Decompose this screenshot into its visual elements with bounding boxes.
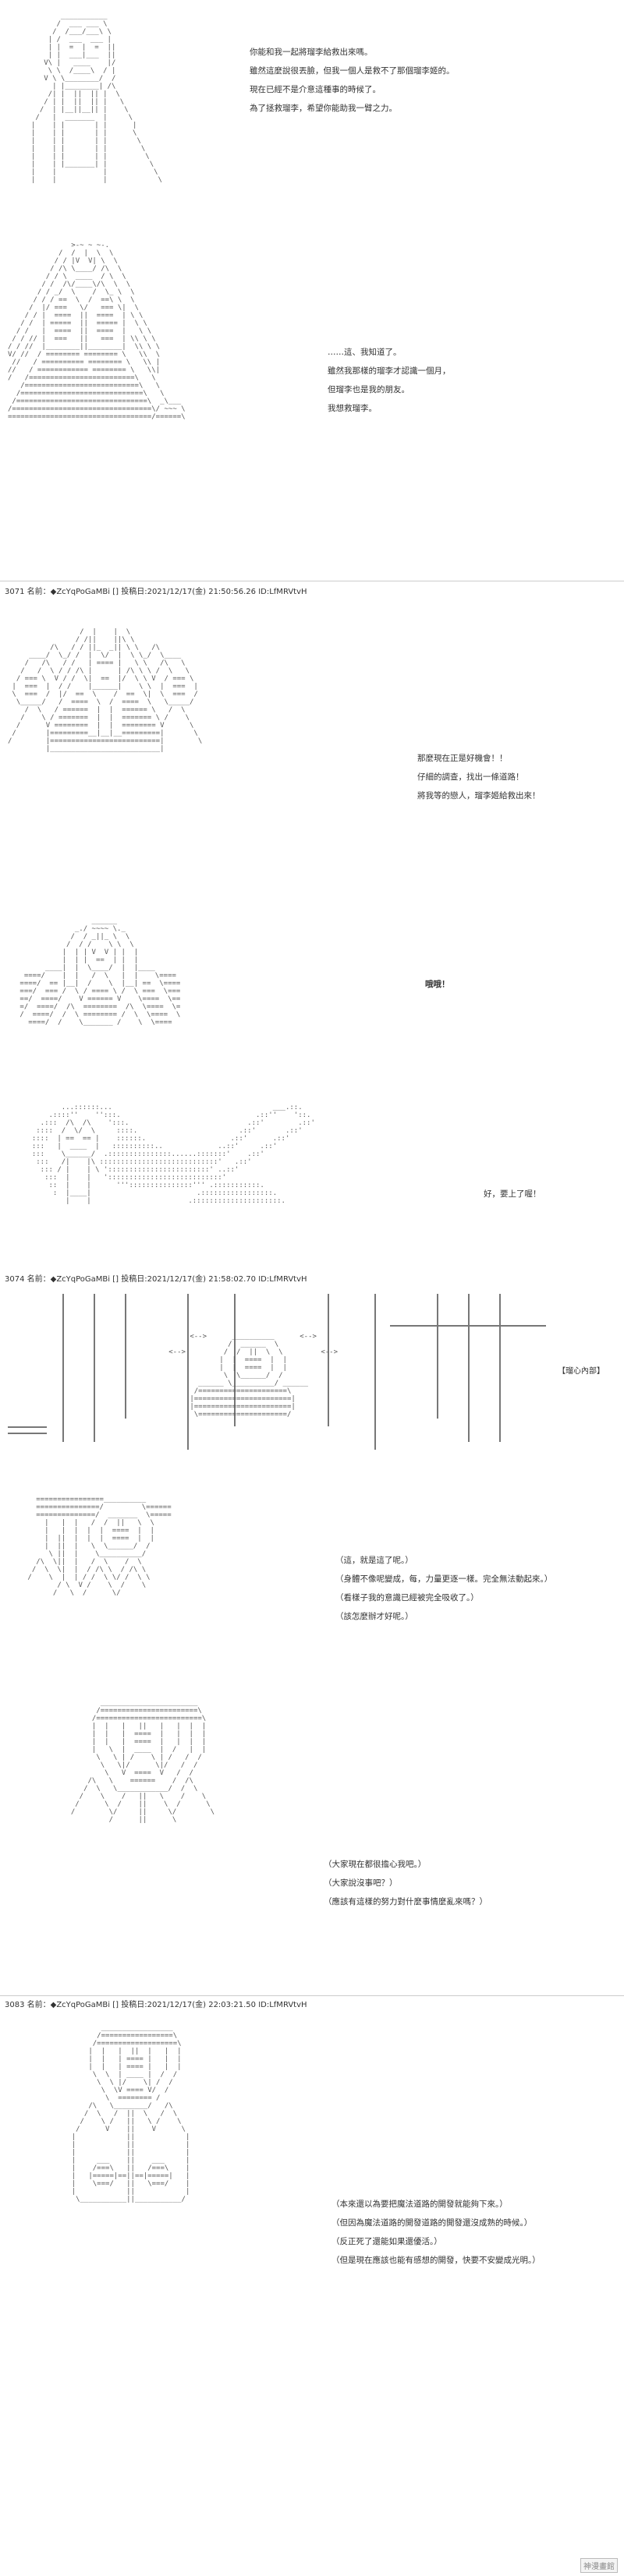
dialog-line: （應該有這樣的努力對什麼事情麼亂來嗎？） xyxy=(324,1897,488,1906)
panel-3: 3071 名前：◆ZcYqPoGaMBi [] 投稿日:2021/12/17(金… xyxy=(0,581,624,905)
wall-line xyxy=(328,1294,329,1426)
character-art: <--> __________ <--> / ______ \ <--> / /… xyxy=(168,1333,338,1419)
dialog-box: ……這、我知道了。 雖然我那樣的瑠李才認識一個月， 但瑠李也是我的朋友。 我想救… xyxy=(328,343,451,418)
wall-line xyxy=(62,1294,64,1442)
dialog-line: 好，要上了喔！ xyxy=(484,1189,541,1199)
dialog-line: 你能和我一起將瑠李給救出來嗎。 xyxy=(250,48,373,57)
dialog-line: （這，就是這了呢。） xyxy=(335,1556,413,1565)
dialog-line: （大家現在都很擔心我吧。） xyxy=(324,1860,427,1869)
character-art: >-~ ~ ~-. / / | \ \ / / |V V| \ \ / /\ \… xyxy=(8,242,186,421)
dialog-line: （本來還以為要把魔法道路的開發就能夠下來。） xyxy=(332,2200,508,2209)
wall-line xyxy=(94,1294,95,1442)
dialog-line: （但因為魔法道路的開發道路的開發還沒成熟的時候。） xyxy=(332,2218,533,2228)
wall-line xyxy=(390,1325,546,1327)
dialog-line: 為了拯救瑠李，希望你能助我一臂之力。 xyxy=(250,104,397,113)
dialog-line: 雖然這麼說很丟臉，但我一個人是救不了那個瑠李姬的。 xyxy=(250,66,455,76)
post-header: 3071 名前：◆ZcYqPoGaMBi [] 投稿日:2021/12/17(金… xyxy=(5,588,307,596)
dialog-line: 仔細的調查，找出一條道路！ xyxy=(417,772,524,782)
dialog-box: （本來還以為要把魔法道路的開發就能夠下來。） （但因為魔法道路的開發道路的開發還… xyxy=(332,2195,541,2270)
wall-line xyxy=(234,1294,236,1426)
dialog-box: （大家現在都很擔心我吧。） （大家說沒事吧？） （應該有這樣的努力對什麼事情麼亂… xyxy=(324,1855,488,1911)
wall-line xyxy=(499,1294,501,1442)
dialog-line: 我想救瑠李。 xyxy=(328,404,377,413)
dialog-line: （反正死了還能如果還優活。） xyxy=(332,2237,442,2246)
wall-line xyxy=(8,1433,47,1434)
post-header: 3074 名前：◆ZcYqPoGaMBi [] 投稿日:2021/12/17(金… xyxy=(5,1275,307,1284)
dialog-box: 那麼現在正是好機會！！ 仔細的調查，找出一條道路！ 將我等的戀人，瑠李姬給救出來… xyxy=(417,749,541,805)
dialog-line: 哦哦！ xyxy=(425,980,450,989)
wall-line xyxy=(8,1426,47,1428)
divider xyxy=(0,1995,624,1996)
panel-2: >-~ ~ ~-. / / | \ \ / / |V V| \ \ / /\ \… xyxy=(0,226,624,581)
dialog-line: 將我等的戀人，瑠李姬給救出來！ xyxy=(417,791,541,800)
wall-line xyxy=(187,1294,189,1450)
dialog-line: 雖然我那樣的瑠李才認識一個月， xyxy=(328,366,451,376)
wall-line xyxy=(125,1294,126,1419)
dialog-line: 但瑠李也是我的朋友。 xyxy=(328,385,410,394)
dialog-line: （大家說沒事吧？） xyxy=(324,1878,398,1888)
panel-6: 3074 名前：◆ZcYqPoGaMBi [] 投稿日:2021/12/17(金… xyxy=(0,1270,624,1485)
character-art: ______ _./ ~~~~ \._ / / _||_ \ \ / / / \… xyxy=(20,917,181,1027)
dialog-box: 你能和我一起將瑠李給救出來嗎。 雖然這麼說很丟臉，但我一個人是救不了那個瑠李姬的… xyxy=(250,43,455,118)
dialog-line: （該怎麼辦才好呢。） xyxy=(335,1612,413,1621)
character-art: _______________________ /===============… xyxy=(70,1699,215,1824)
dialog-box: 哦哦！ xyxy=(425,975,450,994)
panel-7: ================__________ =============… xyxy=(0,1485,624,1684)
panel-1: ___________ / ___ ___ \ / /___/___\ \ | … xyxy=(0,0,624,226)
dialog-line: 那麼現在正是好機會！！ xyxy=(417,754,508,763)
character-art: / | | \ / /|| ||\ \ /\ / / ||_ _|| \ \ /… xyxy=(8,628,203,753)
wall-line xyxy=(374,1294,376,1450)
post-header: 3083 名前：◆ZcYqPoGaMBi [] 投稿日:2021/12/17(金… xyxy=(5,2001,307,2009)
character-art: ================__________ =============… xyxy=(27,1496,172,1597)
dialog-box: 好，要上了喔！ xyxy=(484,1185,541,1203)
dialog-line: （看樣子我的意識已經被完全吸收了。） xyxy=(335,1593,479,1602)
wall-line xyxy=(437,1294,438,1419)
panel-4: ______ _./ ~~~~ \._ / / _||_ \ \ / / / \… xyxy=(0,905,624,1091)
character-art: ...::::::... ___.::. .::::'' '':::. .::'… xyxy=(31,1104,315,1205)
wall-line xyxy=(468,1294,470,1442)
panel-8: _______________________ /===============… xyxy=(0,1684,624,1995)
watermark: 神漫畫館 xyxy=(580,2558,618,2573)
panel-5: ...::::::... ___.::. .::::'' '':::. .::'… xyxy=(0,1091,624,1270)
character-art: ___________ / ___ ___ \ / /___/___\ \ | … xyxy=(31,12,162,184)
dialog-line: 現在已經不是介意這種事的時候了。 xyxy=(250,85,381,94)
dialog-line: ……這、我知道了。 xyxy=(328,348,402,357)
dialog-line: （身體不像呢變成，每，力量更逐一樣。完全無法動起來。） xyxy=(335,1574,553,1584)
dialog-line: （但是現在應該也能有感想的開發，快要不安變成光明。） xyxy=(332,2256,541,2265)
panel-9: 3083 名前：◆ZcYqPoGaMBi [] 投稿日:2021/12/17(金… xyxy=(0,1996,624,2576)
character-art: _________________ /=================\ /=… xyxy=(71,2024,190,2203)
dialog-box: （這，就是這了呢。） （身體不像呢變成，每，力量更逐一樣。完全無法動起來。） （… xyxy=(335,1551,552,1626)
location-label: 【瑠心內部】 xyxy=(558,1367,604,1376)
